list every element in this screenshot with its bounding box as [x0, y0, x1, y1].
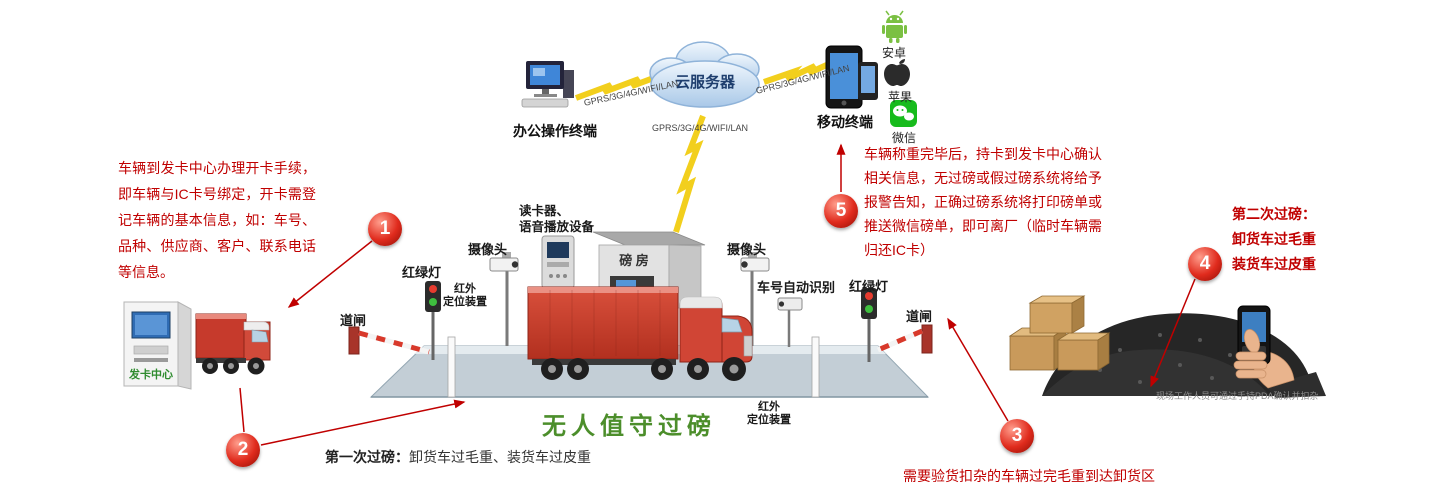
office-terminal-label: 办公操作终端: [513, 123, 597, 139]
barrier-left-label: 道闸: [340, 313, 367, 328]
first-weigh-label: 第一次过磅：: [325, 449, 409, 465]
card-center-kiosk-icon: [123, 301, 192, 390]
card-center-label: 发卡中心: [129, 369, 173, 381]
traffic-light-right-label: 红绿灯: [849, 279, 889, 294]
lightning-bolt-icons: [574, 60, 833, 233]
barrier-right-label: 道闸: [906, 309, 933, 324]
android-icon: [882, 10, 907, 43]
plate-recognition-camera-icon: [777, 297, 803, 347]
camera-right-label: 摄像头: [727, 242, 767, 257]
step-badge-2: 2: [226, 433, 260, 467]
diagram-title: 无人值守过磅: [542, 413, 716, 440]
office-computer-icon: [521, 61, 574, 108]
infrared-right-label: 红外 定位装置: [747, 401, 791, 426]
step-badge-5: 5: [824, 194, 858, 228]
barrier-gate-right-icon: [877, 324, 933, 354]
flow-arrows: [239, 143, 1196, 446]
step-badge-3: 3: [1000, 419, 1034, 453]
traffic-light-left-label: 红绿灯: [402, 265, 442, 280]
traffic-light-right-icon: [861, 288, 877, 362]
wechat-label: 微信: [892, 131, 917, 145]
apple-icon: [884, 59, 910, 86]
android-label: 安卓: [882, 46, 907, 60]
first-weigh-annotation: 第一次过磅：卸货车过毛重、装货车过皮重: [325, 447, 591, 467]
step1-annotation: 车辆到发卡中心办理开卡手续，即车辆与IC卡号绑定，开卡需登记车辆的基本信息，如：…: [118, 160, 316, 280]
step-badge-1: 1: [368, 212, 402, 246]
card-reader-label: 读卡器、 语音播放设备: [519, 204, 595, 234]
infrared-left-label: 红外 定位装置: [443, 283, 487, 308]
mobile-terminal-label: 移动终端: [817, 114, 873, 130]
cloud-label: 云服务器: [674, 74, 735, 91]
mobile-tablet-icon: [825, 45, 878, 109]
card-center-truck-icon: [195, 313, 271, 375]
pda-caption: 现场工作人员可通过手持PDA确认并扣杂: [1156, 391, 1319, 401]
traffic-light-left-icon: [425, 281, 441, 360]
barrier-gate-left-icon: [348, 326, 430, 355]
pda-hand-icon: [1233, 305, 1326, 398]
camera-left-icon: [489, 252, 519, 346]
step4-annotation: 第二次过磅： 卸货车过毛重 装货车过皮重: [1232, 206, 1316, 272]
truck-on-scale-icon: [527, 286, 753, 381]
step-badge-4: 4: [1188, 247, 1222, 281]
wechat-icon: [890, 100, 917, 127]
infrared-post-left: [447, 336, 456, 398]
gprs-label-center: GPRS/3G/4G/WIFI/LAN: [652, 123, 749, 133]
camera-left-label: 摄像头: [468, 242, 508, 257]
step3-annotation: 需要验货扣杂的车辆过完毛重到达卸货区: [903, 468, 1155, 484]
apple-label: 苹果: [888, 90, 913, 104]
infrared-post-right: [811, 336, 820, 398]
cloud-icon: [649, 41, 760, 108]
cargo-boxes-icon: [1008, 295, 1111, 371]
first-weigh-text: 卸货车过毛重、装货车过皮重: [409, 449, 591, 465]
step5-annotation: 车辆称重完毕后，持卡到发卡中心确认相关信息，无过磅或假过磅系统将给予报警告知，正…: [864, 146, 1102, 258]
weigh-house-label: 磅 房: [619, 253, 649, 268]
plate-recognition-label: 车号自动识别: [757, 280, 836, 295]
